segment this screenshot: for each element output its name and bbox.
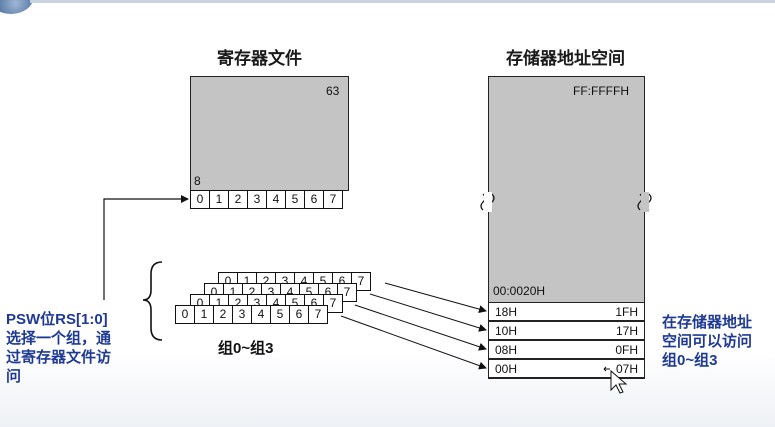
bank-cell: 6	[305, 295, 324, 312]
bank-cell: 1	[224, 284, 243, 301]
memory-top-label: FF:FFFFH	[573, 84, 629, 98]
bank-cell: 6	[333, 273, 352, 290]
rs-select-connector	[103, 195, 189, 300]
memory-row-bank-0: 00H 07H	[488, 359, 645, 378]
bank-cell: 0	[219, 273, 238, 290]
psw-note: PSW位RS[1:0] 选择一个组，通 过寄存器文件访 问	[6, 310, 156, 386]
memory-break-marks	[480, 193, 652, 211]
register-cell: 5	[286, 191, 305, 208]
register-file-top-label: 63	[326, 84, 340, 98]
bank-cell: 5	[314, 273, 333, 290]
memory-note-line: 组0~组3	[662, 352, 718, 369]
memory-row-start: 00H	[495, 362, 518, 376]
psw-note-line: 问	[6, 368, 22, 385]
bank-cell: 1	[195, 306, 214, 323]
register-file-title: 寄存器文件	[217, 49, 302, 68]
bank-cell: 5	[271, 306, 290, 323]
register-file-bottom-label: 8	[194, 174, 201, 188]
bank-cell: 0	[205, 284, 224, 301]
bank-cell: 4	[252, 306, 271, 323]
memory-row-start: 18H	[495, 305, 518, 319]
psw-note-line: PSW位RS[1:0]	[6, 311, 108, 328]
mouse-pointer-icon	[603, 366, 628, 394]
memory-row-bank-1: 08H 0FH	[488, 340, 645, 359]
memory-row-end: 0FH	[615, 343, 638, 357]
bank-cell: 5	[286, 295, 305, 312]
memory-row-bank-3: 18H 1FH	[488, 302, 645, 321]
bank-cell: 6	[290, 306, 309, 323]
bank-cell: 1	[210, 295, 229, 312]
psw-note-line: 选择一个组，通	[6, 330, 112, 347]
register-cell: 6	[305, 191, 324, 208]
bank-cell: 1	[238, 273, 257, 290]
bank-cell: 7	[329, 296, 337, 310]
memory-bottom-label: 00:0020H	[493, 284, 546, 298]
bank-cell: 3	[233, 306, 252, 323]
bank-cell: 4	[281, 284, 300, 301]
bank-cell: 6	[319, 284, 338, 301]
bank-brace	[142, 261, 163, 341]
register-cell: 3	[248, 191, 267, 208]
memory-row-bank-2: 10H 17H	[488, 321, 645, 340]
register-file-cells: 0 1 2 3 4 5 6 7	[190, 190, 343, 209]
memory-row-start: 08H	[495, 343, 518, 357]
banks-caption: 组0~组3	[218, 340, 274, 357]
memory-row-end: 07H	[615, 362, 638, 376]
register-cell: 1	[210, 191, 229, 208]
memory-access-note: 在存储器地址 空间可以访问 组0~组3	[662, 313, 772, 370]
register-cell: 7	[329, 192, 337, 206]
bank-2-to-memory-arrow	[369, 293, 487, 332]
bank-cell: 7	[314, 307, 322, 321]
bank-cell: 3	[248, 295, 267, 312]
bank-cell: 4	[267, 295, 286, 312]
bank-cell: 5	[300, 284, 319, 301]
bank-cell: 7	[357, 274, 365, 288]
bank-0-to-memory-arrow	[340, 315, 487, 370]
bank-cell: 2	[229, 295, 248, 312]
memory-row-start: 10H	[495, 324, 518, 338]
bank-cell: 2	[214, 306, 233, 323]
register-cell: 0	[191, 191, 210, 208]
register-file-block	[190, 76, 349, 191]
bank-cell: 2	[257, 273, 276, 290]
bank-cell: 0	[176, 306, 195, 323]
bank-cell: 0	[191, 295, 210, 312]
memory-space-title: 存储器地址空间	[506, 49, 625, 68]
slide-header-line	[30, 0, 775, 3]
bank-cell: 4	[295, 273, 314, 290]
bank-cell: 3	[262, 284, 281, 301]
psw-note-line: 过寄存器文件访	[6, 349, 112, 366]
register-cell: 2	[229, 191, 248, 208]
bank-3-to-memory-arrow	[384, 282, 487, 313]
bank-cell: 3	[276, 273, 295, 290]
memory-note-line: 在存储器地址	[662, 314, 753, 331]
memory-row-end: 1FH	[615, 305, 638, 319]
bank-cell: 2	[243, 284, 262, 301]
bank-0-cells: 0 1 2 3 4 5 6 7	[175, 305, 328, 324]
memory-row-end: 17H	[615, 324, 638, 338]
register-cell: 4	[267, 191, 286, 208]
bank-cell: 7	[343, 285, 351, 299]
memory-note-line: 空间可以访问	[662, 333, 753, 350]
bank-1-to-memory-arrow	[354, 304, 487, 351]
